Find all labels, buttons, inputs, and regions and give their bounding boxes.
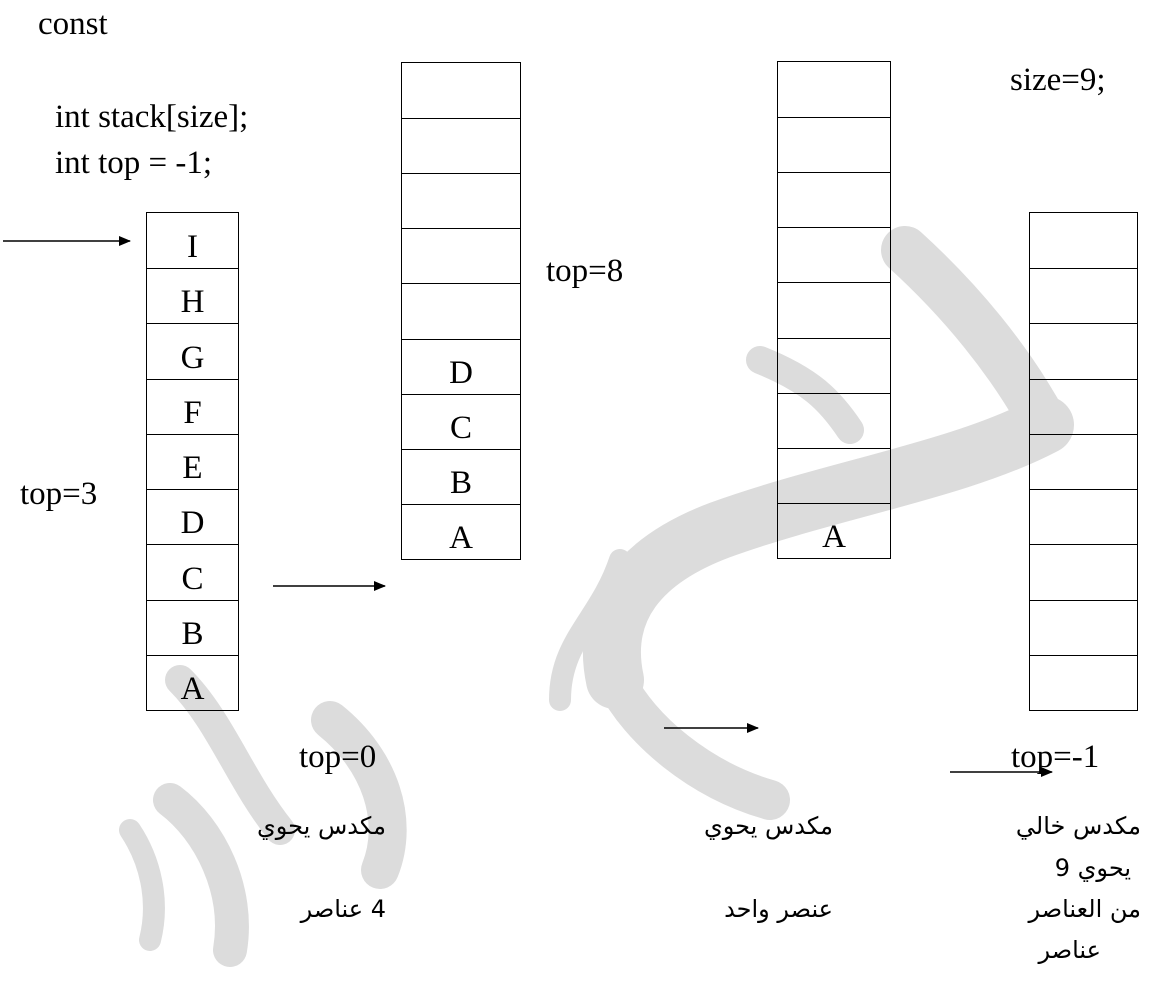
stack-cell-value: A: [180, 670, 205, 707]
stack-cell: [778, 117, 890, 172]
caption-empty-line1: مكدس خالي: [1015, 812, 1141, 840]
stack-cell-value: B: [181, 615, 204, 652]
stack-cell-value: A: [449, 519, 473, 556]
stack-cell: [402, 228, 520, 283]
caption-one-line1: مكدس يحوي: [704, 812, 833, 840]
stack-cell-value: I: [187, 229, 198, 266]
stack-cell-value: C: [181, 560, 204, 597]
caption-empty-line2: يحوي 9: [1054, 854, 1131, 882]
stack-cell: B: [402, 448, 520, 504]
stack-cell: H: [147, 268, 238, 323]
stack-cell-value: F: [183, 394, 202, 431]
stack-cell: I: [147, 213, 238, 268]
stack-cell-value: C: [449, 409, 472, 446]
caption-empty-line4: عناصر: [1038, 936, 1102, 964]
code-size: size=9;: [1010, 62, 1106, 98]
stack-cell: A: [778, 502, 890, 558]
label-top-minus-1: top=-1: [1011, 739, 1100, 775]
stack-cell: [402, 173, 520, 228]
stack-cell: E: [147, 433, 238, 489]
caption-four-line1: مكدس يحوي: [257, 812, 386, 840]
code-const: const: [38, 6, 108, 42]
stack-empty: [1029, 212, 1138, 711]
stack-cell: [1030, 654, 1137, 710]
stack-cell: [1030, 268, 1137, 323]
stack-cell-value: A: [822, 518, 846, 555]
stack-cell: [778, 392, 890, 448]
caption-four-line2: 4 عناصر: [300, 895, 386, 923]
caption-empty-line3: من العناصر: [1028, 895, 1142, 923]
stack-cell: A: [402, 503, 520, 559]
stack-cell: [402, 118, 520, 173]
stack-cell: B: [147, 599, 238, 655]
stack-cell: G: [147, 323, 238, 378]
stack-cell: D: [147, 489, 238, 544]
stack-cell-value: G: [180, 339, 205, 376]
code-stack-declaration: int stack[size];: [55, 99, 249, 135]
label-top-8: top=8: [546, 253, 624, 289]
stack-cell: [402, 283, 520, 338]
label-top-0: top=0: [299, 739, 377, 775]
stack-cell: [778, 447, 890, 503]
stack-cell: [1030, 433, 1137, 489]
stack-cell: [1030, 599, 1137, 655]
stack-cell: C: [402, 393, 520, 449]
stack-cell-value: D: [180, 505, 205, 542]
stack-cell: [778, 282, 890, 337]
stack-cell-value: B: [449, 464, 472, 501]
code-top-declaration: int top = -1;: [55, 145, 213, 181]
stack-cell: [778, 227, 890, 282]
caption-one-line2: عنصر واحد: [724, 895, 833, 923]
stack-cell: D: [402, 338, 520, 394]
stack-cell: [778, 172, 890, 227]
stack-cell-value: E: [182, 450, 203, 487]
label-top-3: top=3: [20, 476, 98, 512]
stack-cell: [1030, 323, 1137, 378]
stack-cell-value: D: [449, 354, 473, 391]
stack-cell: F: [147, 378, 238, 434]
stack-cell: C: [147, 544, 238, 599]
stack-cell-value: H: [180, 284, 205, 321]
stack-one-element: A: [777, 61, 891, 559]
stack-cell: A: [147, 654, 238, 710]
stack-cell: [1030, 489, 1137, 544]
stack-cell: [778, 337, 890, 393]
stack-cell: [1030, 378, 1137, 434]
stack-cell: [1030, 544, 1137, 599]
